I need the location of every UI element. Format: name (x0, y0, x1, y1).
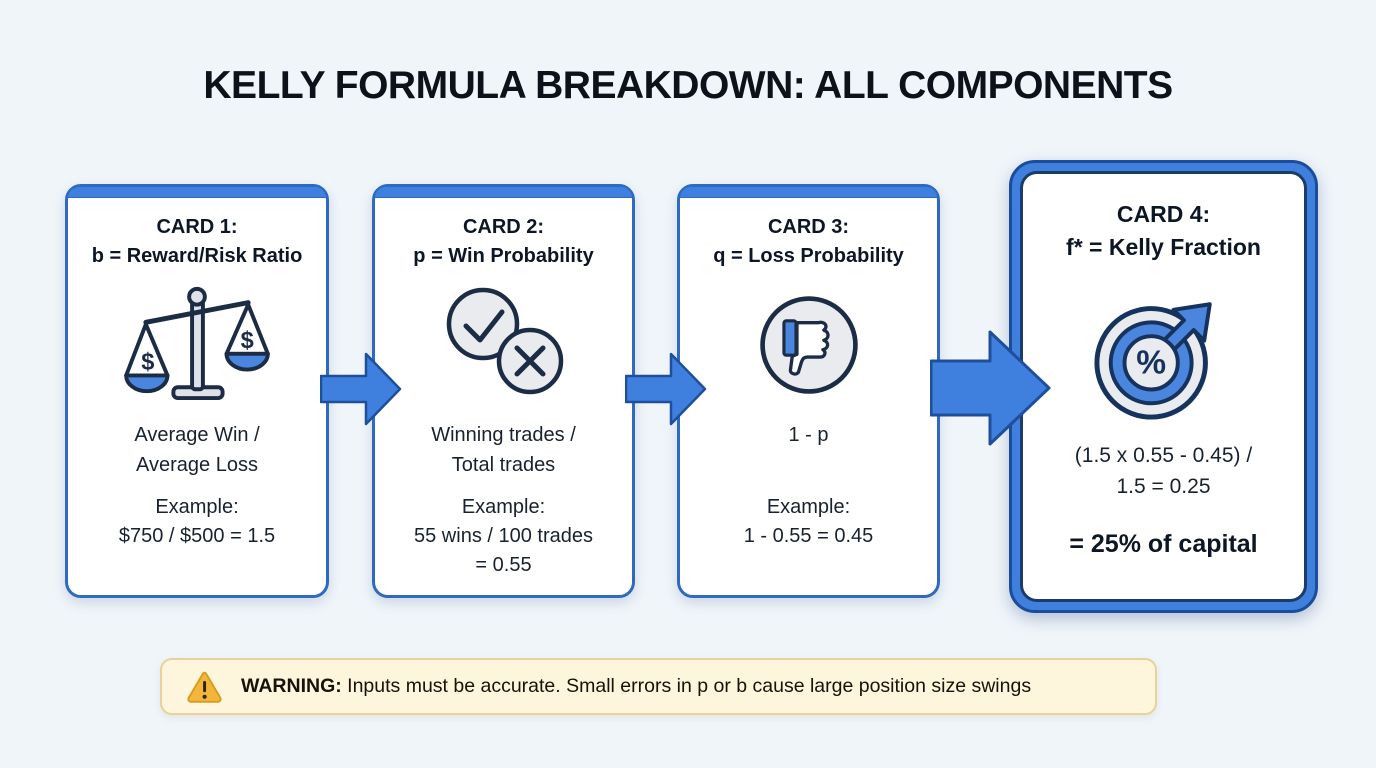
example-value: $750 / $500 = 1.5 (118, 525, 276, 547)
card-title-line: CARD 2: (462, 216, 545, 238)
warning-triangle-icon (187, 671, 222, 703)
card-1-definition: Average Win / Average Loss (74, 420, 320, 480)
formula-line: 1.5 = 0.25 (1116, 475, 1211, 499)
check-x-icon (375, 285, 632, 397)
svg-text:%: % (1136, 345, 1166, 382)
card-4-title: CARD 4: f* = Kelly Fraction (1027, 198, 1300, 264)
card-title-line: CARD 1: (156, 216, 238, 238)
example-label: Example: (461, 496, 546, 518)
check-x-icon (446, 287, 563, 395)
arrow-right-icon (320, 352, 402, 426)
flow-arrow-2 (625, 345, 707, 433)
example-value: = 0.55 (475, 554, 532, 576)
svg-text:$: $ (141, 350, 154, 376)
warning-banner: WARNING: Inputs must be accurate. Small … (160, 658, 1157, 715)
thumbs-down-icon (680, 293, 937, 397)
flow-arrow-1 (320, 345, 402, 433)
definition-line: 1 - p (788, 424, 829, 446)
example-value: 1 - 0.55 = 0.45 (743, 525, 874, 547)
card-2-win-probability: CARD 2: p = Win Probability Winning trad… (372, 184, 635, 598)
card-2-title: CARD 2: p = Win Probability (381, 213, 626, 271)
card-1-reward-risk: CARD 1: b = Reward/Risk Ratio $ $ (65, 184, 329, 598)
formula-line: (1.5 x 0.55 - 0.45) / (1074, 444, 1253, 467)
card-top-accent-bar (68, 187, 326, 198)
definition-line: Average Win / (134, 424, 260, 446)
balance-scale-icon: $ $ (124, 286, 270, 401)
definition-line: Winning trades / (431, 424, 576, 446)
card-3-example: Example: 1 - 0.55 = 0.45 (686, 493, 931, 551)
warning-triangle-icon (186, 670, 223, 704)
card-4-inner-panel: CARD 4: f* = Kelly Fraction % (1.5 x 0.5… (1020, 171, 1307, 602)
card-2-definition: Winning trades / Total trades (381, 420, 626, 480)
card-2-example: Example: 55 wins / 100 trades = 0.55 (381, 493, 626, 580)
flow-arrow-3 (930, 325, 1052, 451)
target-arrow-icon: % (1023, 278, 1304, 424)
warning-text: WARNING: Inputs must be accurate. Small … (241, 675, 1031, 698)
card-title-line: q = Loss Probability (713, 245, 904, 267)
card-3-title: CARD 3: q = Loss Probability (686, 213, 931, 271)
example-label: Example: (766, 496, 851, 518)
definition-line: Total trades (451, 454, 556, 476)
card-1-title: CARD 1: b = Reward/Risk Ratio (74, 213, 320, 271)
definition-line: Average Loss (136, 454, 258, 476)
warning-message: Inputs must be accurate. Small errors in… (341, 675, 1032, 697)
card-3-definition: 1 - p (686, 420, 931, 450)
arrow-right-icon (930, 330, 1051, 446)
card-title-line: f* = Kelly Fraction (1066, 234, 1261, 261)
page-title: KELLY FORMULA BREAKDOWN: ALL COMPONENTS (203, 64, 1173, 107)
target-arrow-icon: % (1093, 302, 1212, 420)
svg-text:$: $ (241, 328, 254, 354)
warning-label: WARNING: (241, 675, 342, 697)
card-title-line: CARD 4: (1116, 201, 1211, 227)
example-value: 55 wins / 100 trades (414, 525, 593, 547)
card-3-loss-probability: CARD 3: q = Loss Probability 1 - p Examp… (677, 184, 940, 598)
example-label: Example: (155, 496, 239, 518)
thumbs-down-icon (759, 296, 858, 394)
card-4-formula: (1.5 x 0.55 - 0.45) / 1.5 = 0.25 (1027, 440, 1300, 502)
arrow-right-icon (625, 352, 707, 426)
balance-scale-icon: $ $ (68, 281, 326, 403)
card-4-kelly-fraction: CARD 4: f* = Kelly Fraction % (1.5 x 0.5… (1009, 160, 1318, 613)
card-1-example: Example: $750 / $500 = 1.5 (74, 493, 320, 551)
card-top-accent-bar (680, 187, 937, 198)
card-title-line: p = Win Probability (413, 245, 594, 267)
card-4-result: = 25% of capital (1069, 530, 1258, 558)
card-title-line: CARD 3: (767, 216, 850, 238)
card-title-line: b = Reward/Risk Ratio (91, 245, 303, 267)
card-top-accent-bar (375, 187, 632, 198)
